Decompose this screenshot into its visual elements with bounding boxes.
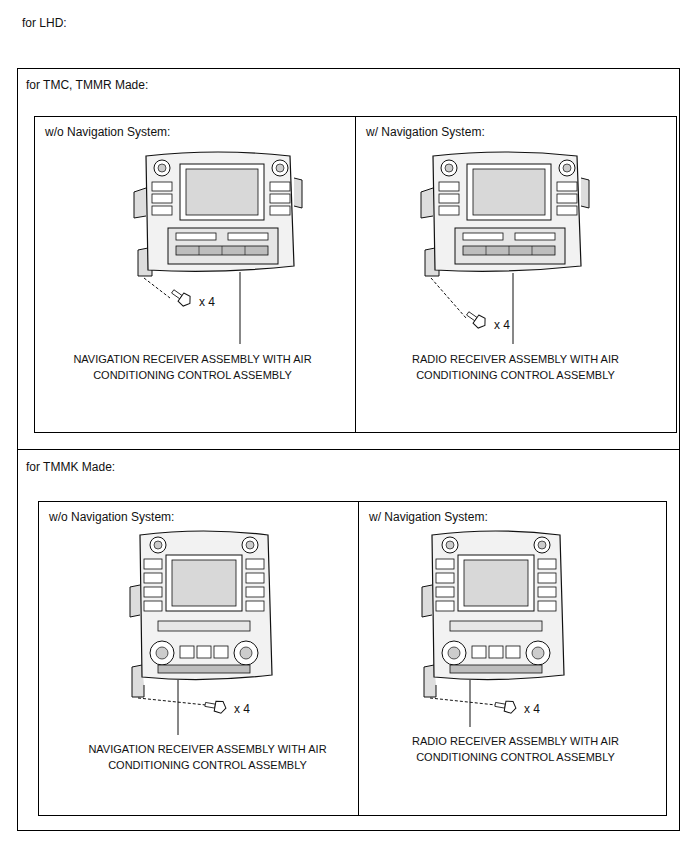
variant-cell: w/o Navigation System: x 4 NAVIGATION RECE… bbox=[34, 116, 356, 433]
head-unit-drawing bbox=[130, 531, 272, 697]
section-box: w/o Navigation System: x 4 NAVIGATION RECE… bbox=[17, 68, 680, 450]
part-name: NAVIGATION RECEIVER ASSEMBLY WITH AIR CO… bbox=[80, 742, 335, 774]
head-unit-drawing bbox=[422, 531, 564, 697]
dashed-guide bbox=[431, 278, 466, 318]
section-box: w/o Navigation System: x 4 NAVIGATION RECE… bbox=[17, 449, 680, 831]
head-unit-drawing bbox=[421, 152, 589, 276]
dashed-guide bbox=[430, 698, 496, 705]
quantity-label: x 4 bbox=[494, 318, 510, 332]
part-name: NAVIGATION RECEIVER ASSEMBLY WITH AIR CO… bbox=[65, 352, 320, 384]
quantity-label: x 4 bbox=[524, 702, 540, 716]
section-heading: for TMMK Made: bbox=[26, 460, 115, 474]
leader-line bbox=[178, 680, 179, 735]
leader-line bbox=[470, 680, 471, 727]
screw-symbol bbox=[494, 698, 517, 713]
variant-heading: w/o Navigation System: bbox=[49, 510, 174, 524]
leader-line bbox=[240, 272, 241, 344]
variant-cell: w/o Navigation System: x 4 NAVIGATION RECE… bbox=[38, 501, 359, 816]
part-name: RADIO RECEIVER ASSEMBLY WITH AIR CONDITI… bbox=[388, 352, 643, 384]
quantity-label: x 4 bbox=[199, 295, 215, 309]
head-unit-drawing bbox=[134, 152, 302, 276]
variant-cell: w/ Navigation System: x 4 RADIO RECEIVER A… bbox=[355, 116, 677, 433]
diagram-title: for LHD: bbox=[22, 16, 67, 30]
quantity-label: x 4 bbox=[234, 702, 250, 716]
variant-cell: w/ Navigation System: x 4 RADIO RECEIVER A… bbox=[358, 501, 667, 816]
variant-heading: w/o Navigation System: bbox=[45, 125, 170, 139]
screw-symbol bbox=[204, 698, 227, 713]
screw-symbol bbox=[464, 308, 488, 330]
leader-line bbox=[513, 273, 514, 344]
part-name: RADIO RECEIVER ASSEMBLY WITH AIR CONDITI… bbox=[388, 734, 643, 766]
section-heading: for TMC, TMMR Made: bbox=[26, 78, 148, 92]
dashed-guide bbox=[138, 698, 206, 705]
dashed-guide bbox=[144, 278, 170, 298]
variant-heading: w/ Navigation System: bbox=[366, 125, 485, 139]
variant-heading: w/ Navigation System: bbox=[369, 510, 488, 524]
screw-symbol bbox=[169, 286, 193, 308]
